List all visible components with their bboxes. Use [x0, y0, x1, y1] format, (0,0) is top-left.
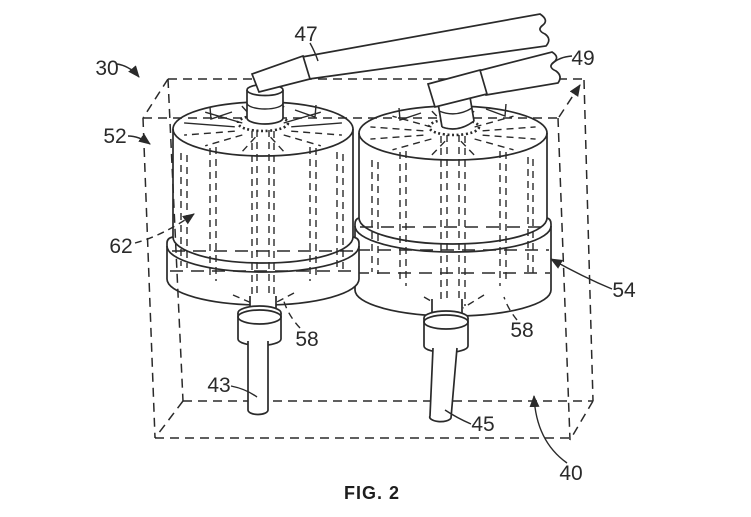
hidden-rows [356, 226, 550, 274]
top-face-spoke [482, 134, 536, 140]
bar-49-coupler [426, 68, 489, 109]
top-face-spoke [392, 115, 432, 128]
leader-43 [230, 385, 258, 398]
top-face-spoke [370, 134, 424, 140]
top-face-spoke [392, 138, 432, 151]
right-canister-body [355, 106, 551, 316]
blade-notch [398, 103, 507, 121]
ref-label-43: 43 [207, 374, 230, 397]
top-face-spoke [482, 126, 536, 132]
ref-label-45: 45 [471, 413, 494, 436]
leader-30 [116, 63, 140, 78]
leader-58-right [503, 296, 518, 321]
right-shaft [428, 347, 458, 423]
leader-47 [309, 42, 319, 62]
top-face-spoke [270, 136, 285, 153]
leader-45 [444, 409, 472, 425]
leader-40 [529, 395, 568, 464]
ref-label-58-left: 58 [295, 328, 318, 351]
ref-label-52: 52 [103, 125, 126, 148]
ref-label-30: 30 [95, 57, 118, 80]
hidden-internal-lines [180, 130, 344, 301]
right-outlet-assembly [423, 299, 469, 423]
ref-label-47: 47 [294, 23, 317, 46]
top-right-edge-arrow [558, 84, 581, 118]
ref-label-58-right: 58 [510, 319, 533, 342]
leader-52 [127, 133, 151, 145]
left-canister [166, 101, 360, 306]
right-canister [354, 103, 552, 317]
top-face-spoke [241, 136, 256, 153]
ref-label-40: 40 [559, 462, 582, 485]
left-outlet-assembly [237, 296, 282, 416]
top-face-spoke [370, 126, 424, 132]
leader-49 [551, 55, 573, 65]
hub-hatch-ring [236, 113, 290, 133]
leader-54 [550, 258, 613, 290]
ref-label-54: 54 [612, 279, 636, 302]
hub-hatch-ring [427, 117, 481, 137]
left-canister-body [167, 102, 359, 305]
bar-47-coupler [250, 54, 312, 94]
drive-bar-47 [250, 13, 550, 94]
blade-notch [209, 104, 317, 120]
ref-label-49: 49 [571, 47, 594, 70]
top-face-spoke [460, 140, 476, 157]
leader-62 [134, 213, 195, 244]
top-face-spoke [283, 134, 321, 147]
drive-bar-49 [426, 51, 561, 109]
leader-58-left [282, 297, 301, 329]
hidden-internal-lines [371, 135, 534, 307]
top-face-spoke [184, 130, 235, 136]
ref-label-62: 62 [109, 235, 132, 258]
top-face-spoke [430, 140, 446, 157]
top-face-spoke [291, 122, 342, 128]
top-face-spoke [474, 138, 514, 151]
figure-caption: FIG. 2 [344, 483, 400, 503]
top-face-spoke [205, 134, 243, 147]
top-face-spoke [184, 122, 235, 128]
top-face-spoke [291, 130, 342, 136]
top-face-spoke [474, 115, 514, 128]
left-shaft [247, 341, 269, 416]
hidden-rows [170, 250, 356, 272]
